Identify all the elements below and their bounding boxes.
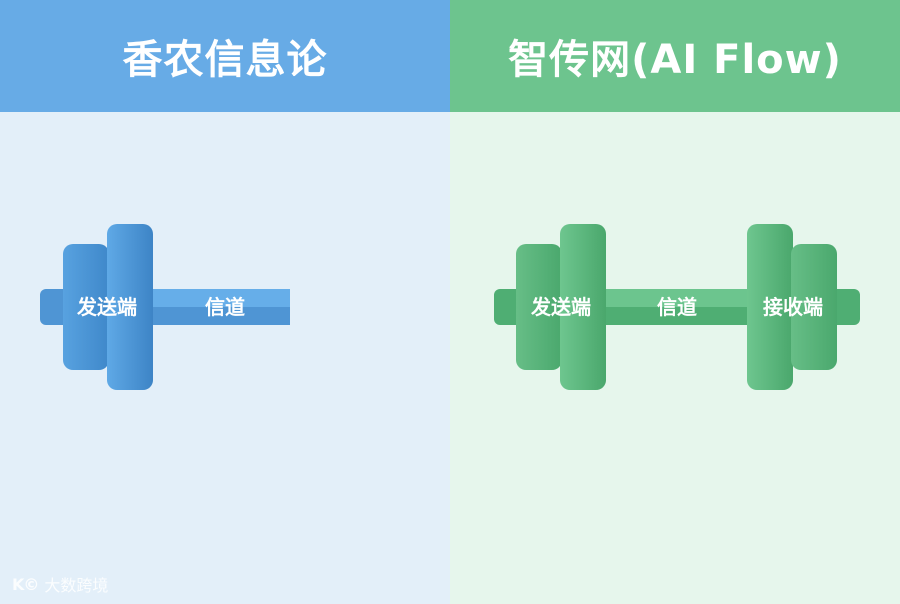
receiver-plate-back bbox=[791, 244, 837, 370]
sender-plate-back bbox=[63, 244, 109, 370]
watermark-logo: K© bbox=[12, 574, 39, 594]
channel-bar-highlight bbox=[605, 289, 755, 307]
watermark: K© 大数跨境 bbox=[12, 572, 108, 596]
sender-label: 发送端 bbox=[531, 295, 591, 319]
receiver-label: 接收端 bbox=[763, 295, 823, 319]
receiver-plate-front bbox=[747, 224, 793, 390]
sender-plate-front bbox=[107, 224, 153, 390]
shannon-panel: 香农信息论 发送端 信道 bbox=[0, 0, 450, 390]
channel-bar-highlight bbox=[150, 289, 290, 307]
sender-plate-back bbox=[516, 244, 562, 370]
sender-plate-front bbox=[560, 224, 606, 390]
shannon-title: 香农信息论 bbox=[0, 0, 450, 112]
ai-flow-panel: 智传网(AI Flow) 发送端 信道 接收端 bbox=[450, 0, 900, 604]
channel-label: 信道 bbox=[205, 295, 245, 319]
ai-flow-title: 智传网(AI Flow) bbox=[450, 0, 900, 112]
channel-label: 信道 bbox=[657, 295, 697, 319]
sender-label: 发送端 bbox=[77, 295, 137, 319]
watermark-text: 大数跨境 bbox=[44, 576, 109, 595]
